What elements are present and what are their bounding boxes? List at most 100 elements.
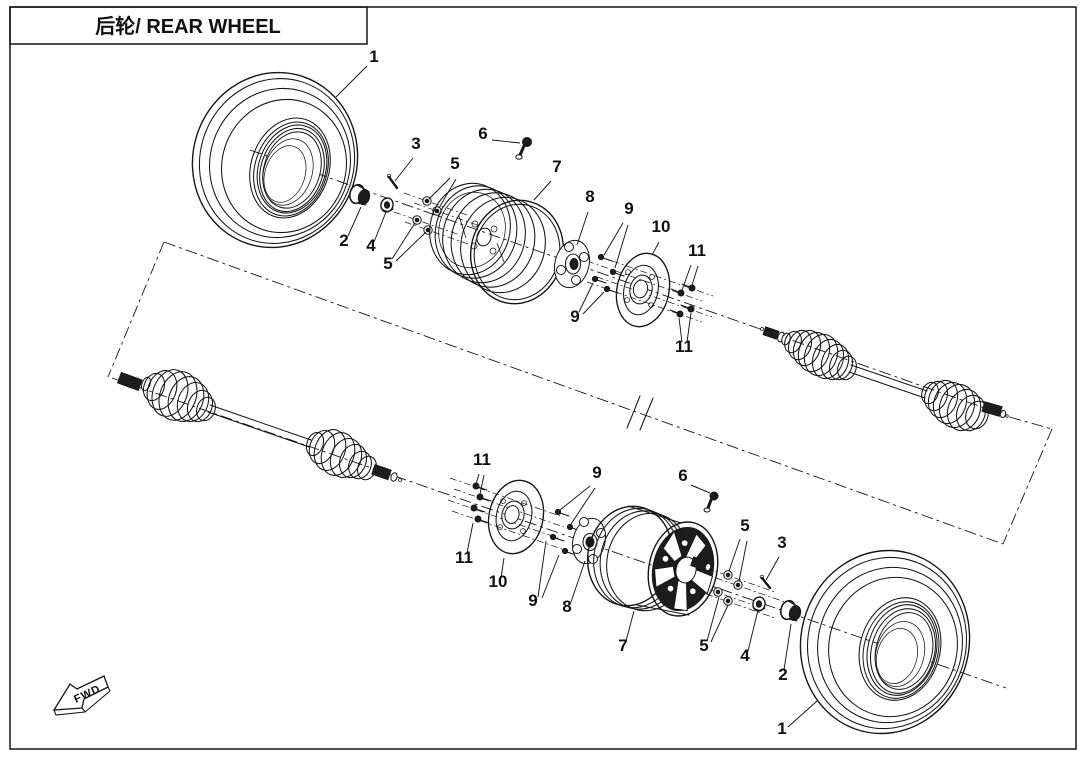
callout-label-4-3: 4 [366, 236, 376, 255]
valve-stem-bottom [703, 491, 719, 513]
callout-label-4-24: 4 [740, 646, 750, 665]
leader-line-11 [681, 264, 692, 291]
drive-shaft-left [116, 369, 402, 482]
leader-line-5 [428, 177, 451, 200]
leader-line-6 [690, 484, 711, 494]
leader-line-9 [614, 224, 629, 269]
leader-line-10 [651, 241, 660, 256]
callout-label-7-7: 7 [552, 157, 561, 176]
cotter-pin-top [386, 173, 399, 190]
lug-nuts-top [412, 196, 442, 235]
axis-diagonal [163, 241, 1004, 545]
rim-bottom [586, 505, 719, 617]
callout-label-6-21: 6 [678, 466, 687, 485]
leader-line-5 [728, 538, 741, 572]
leader-line-5 [738, 540, 748, 582]
callout-label-11-12: 11 [688, 241, 706, 260]
leader-line-1 [335, 65, 368, 98]
leader-line-8 [570, 560, 586, 603]
leader-line-9 [541, 554, 560, 599]
callout-label-5-23: 5 [699, 636, 708, 655]
hub-top [554, 239, 590, 289]
leader-line-5 [706, 596, 720, 642]
leader-line-7 [625, 610, 635, 642]
lug-nuts-bottom [713, 570, 743, 606]
wheel-studs-bottom [549, 508, 582, 556]
axle-cap-top [349, 183, 371, 206]
callout-label-5-5: 5 [383, 254, 392, 273]
callout-label-10-16: 10 [489, 572, 508, 591]
leader-line-11 [686, 312, 692, 343]
disc-bolts-top [669, 283, 696, 318]
callout-label-8-19: 8 [562, 597, 571, 616]
leader-line-9 [582, 291, 605, 315]
callout-label-1-0: 1 [369, 47, 378, 66]
cotter-pin-bottom [759, 574, 772, 590]
leader-line-5 [395, 231, 427, 262]
edge-left [107, 241, 165, 378]
leader-line-11 [466, 522, 474, 554]
valve-stem-top [515, 137, 532, 160]
leader-line-7 [533, 180, 552, 201]
axle-cap-bottom [780, 599, 802, 622]
callout-label-7-20: 7 [618, 636, 627, 655]
axis-top [249, 149, 1053, 430]
callout-label-5-22: 5 [740, 516, 749, 535]
callout-label-10-11: 10 [652, 217, 671, 236]
callout-label-9-10: 9 [570, 307, 579, 326]
callout-label-5-4: 5 [450, 154, 459, 173]
leader-line-9 [570, 487, 596, 525]
leader-line-10 [500, 557, 505, 579]
title-box-rect [9, 6, 368, 45]
callout-label-11-13: 11 [675, 337, 693, 356]
title-box: 后轮/ REAR WHEEL [9, 6, 368, 45]
leader-line-8 [576, 211, 589, 246]
leader-line-3 [394, 157, 414, 182]
break-marks [626, 395, 654, 431]
frame-border [9, 6, 1077, 750]
axis-bottom [111, 377, 1007, 689]
leader-line-5 [391, 222, 416, 260]
leader-line-11 [479, 474, 485, 495]
wheel-studs-top [591, 253, 625, 294]
callout-label-9-17: 9 [592, 463, 601, 482]
leader-line-11 [475, 473, 480, 485]
leader-line-4 [747, 609, 759, 652]
castle-nut-top [380, 197, 394, 213]
leader-line-5 [438, 178, 457, 209]
leader-line-2 [783, 623, 792, 671]
leader-line-6 [491, 139, 521, 144]
drive-shaft-right [760, 326, 1009, 432]
callout-label-3-2: 3 [411, 134, 420, 153]
leader-line-11 [691, 265, 699, 286]
rim-top [429, 182, 565, 305]
leader-line-11 [678, 317, 683, 343]
disc-bolts-bottom [470, 482, 492, 524]
hub-bottom [572, 517, 606, 565]
fwd-arrow: FWD [52, 675, 111, 716]
leader-line-3 [765, 556, 780, 581]
tire-rear-left [191, 71, 359, 249]
callout-label-9-9: 9 [624, 199, 633, 218]
callout-label-3-25: 3 [777, 533, 786, 552]
page-title: 后轮/ REAR WHEEL [95, 14, 281, 38]
castle-nut-bottom [752, 596, 766, 612]
callout-label-2-1: 2 [339, 231, 348, 250]
leader-line-2 [347, 206, 362, 237]
leader-line-4 [373, 211, 387, 243]
brake-disc-bottom [487, 479, 545, 555]
callout-label-11-14: 11 [473, 450, 491, 469]
callout-label-9-18: 9 [528, 591, 537, 610]
leader-line-9 [603, 222, 624, 256]
leader-line-9 [537, 540, 547, 598]
edge-right [1002, 428, 1053, 545]
leader-line-5 [710, 604, 729, 643]
leader-line-9 [559, 485, 591, 511]
callout-label-8-8: 8 [585, 187, 594, 206]
brake-disc-top [615, 252, 671, 328]
callout-label-6-6: 6 [478, 124, 487, 143]
callout-label-1-27: 1 [777, 719, 786, 738]
